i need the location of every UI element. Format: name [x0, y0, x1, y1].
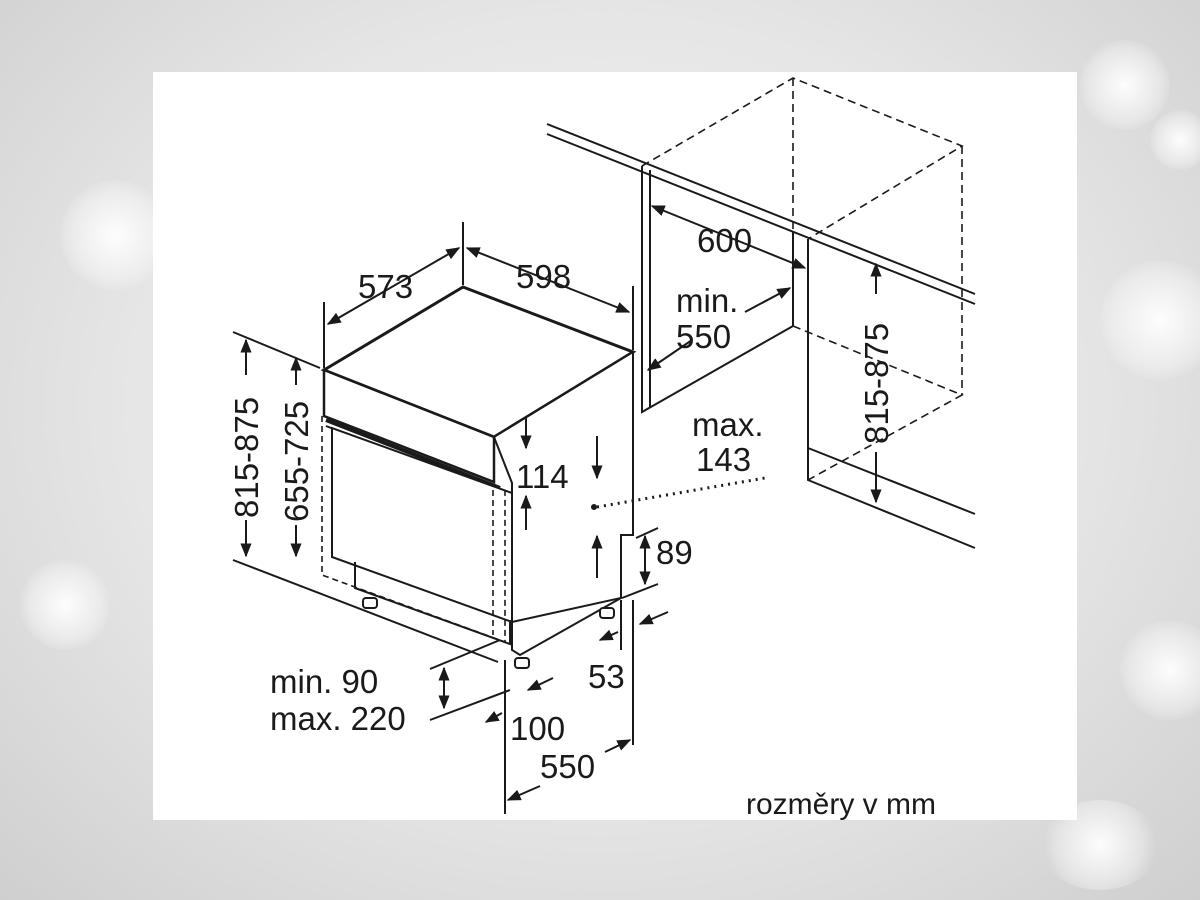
label-total-height: 815-875 — [228, 397, 265, 518]
label-foot-100: 100 — [510, 710, 565, 747]
background-light — [1100, 260, 1200, 380]
niche-outline — [792, 325, 964, 481]
label-max-143: 143 — [696, 441, 751, 478]
plinth-front — [511, 597, 622, 657]
extension-line — [635, 527, 659, 539]
dimension-drawing-panel: 573 598 600 min. 550 815-875 815-875 655… — [153, 72, 1077, 820]
dim-143-point — [591, 504, 597, 510]
label-width-598: 598 — [516, 258, 571, 295]
label-max-word: max. — [692, 406, 764, 443]
label-plinth-min: min. 90 — [270, 663, 378, 700]
background-light — [1150, 110, 1200, 170]
dim-598 — [465, 247, 631, 313]
extension-line — [232, 559, 499, 663]
worktop-edge — [546, 133, 976, 305]
dim-depth-550 — [506, 785, 541, 801]
dim-600 — [650, 205, 807, 269]
label-plinth-max: max. 220 — [270, 700, 406, 737]
label-niche-depth-550: 550 — [676, 318, 731, 355]
dim-53 — [598, 629, 619, 641]
background-light — [1080, 40, 1170, 130]
dim-100 — [526, 677, 554, 691]
extension-line — [429, 639, 501, 670]
control-panel-front — [322, 368, 496, 484]
extension-line — [621, 583, 659, 599]
foot — [599, 607, 615, 619]
dim-573 — [326, 247, 461, 325]
decor-panel-outline — [321, 416, 506, 644]
dimension-lines — [232, 205, 882, 814]
dim-53 — [638, 611, 669, 625]
right-cabinet — [807, 447, 976, 515]
dim-depth-550 — [604, 739, 632, 753]
extension-line — [232, 331, 321, 369]
background-light — [60, 180, 170, 290]
dim-143-leader — [596, 476, 766, 509]
background-light — [20, 560, 110, 650]
dim-100 — [484, 710, 503, 723]
dimension-labels: 573 598 600 min. 550 815-875 815-875 655… — [228, 222, 936, 820]
label-depth-550: 550 — [540, 748, 595, 785]
background-light — [1120, 620, 1200, 720]
appliance-plinth — [354, 562, 511, 646]
label-depth-573: 573 — [358, 268, 413, 305]
label-door-height: 655-725 — [278, 401, 315, 522]
label-panel-114: 114 — [516, 458, 569, 495]
worktop-edge — [546, 123, 976, 295]
dim-niche-depth — [744, 287, 792, 313]
panel-edge-line — [325, 418, 501, 490]
niche-outline — [641, 77, 964, 240]
foot — [362, 597, 378, 609]
dim-niche-depth — [646, 339, 693, 371]
label-plinth-53: 53 — [588, 658, 625, 695]
label-niche-depth-min: min. — [676, 282, 738, 319]
label-plinth-89: 89 — [656, 534, 693, 571]
label-niche-width-600: 600 — [697, 222, 752, 259]
label-niche-height: 815-875 — [858, 323, 895, 444]
foot — [514, 657, 530, 669]
dishwasher-body — [320, 285, 637, 669]
units-caption: rozměry v mm — [746, 788, 936, 820]
extension-line — [429, 689, 511, 721]
dishwasher-installation-drawing: 573 598 600 min. 550 815-875 815-875 655… — [228, 77, 976, 820]
